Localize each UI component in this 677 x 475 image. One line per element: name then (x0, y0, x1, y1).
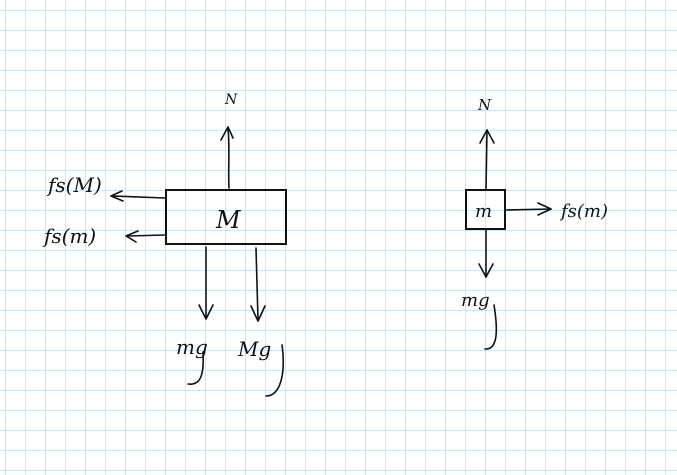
friction-M-arrowhead (110, 190, 124, 202)
normal-force-label: N (224, 92, 238, 108)
weight-m-right-arrowhead (478, 263, 494, 278)
friction-m-arrow (127, 234, 166, 237)
friction-M-label: fs(M) (46, 173, 102, 197)
fbd-small-block: m N fs(m) mg (461, 96, 608, 350)
normal-force-m-arrow (485, 129, 488, 190)
normal-force-m-label: N (477, 96, 492, 114)
weight-M-tail (265, 344, 285, 397)
fbd-large-block: M N fs(M) fs(m) mg Mg (42, 92, 287, 397)
block-M (165, 189, 287, 245)
friction-m-right-arrowhead (537, 202, 552, 216)
weight-m-right-label: mg (461, 290, 490, 311)
friction-m-label: fs(m) (42, 224, 96, 248)
block-m-label: m (475, 201, 492, 222)
weight-M-label: Mg (237, 337, 271, 361)
normal-force-m-arrowhead (479, 129, 495, 144)
weight-m-arrowhead (198, 304, 214, 320)
weight-m-right-tail (484, 304, 498, 350)
weight-M-arrowhead (250, 305, 266, 322)
normal-force-arrowhead (220, 126, 234, 141)
normal-force-arrow (227, 127, 230, 189)
friction-m-arrowhead (125, 230, 139, 243)
friction-m-right-label: fs(m) (559, 201, 608, 222)
block-M-label: M (215, 206, 242, 234)
block-m (465, 189, 506, 230)
friction-M-arrow (111, 195, 166, 199)
weight-m-tail (187, 351, 205, 385)
weight-M-arrow (255, 247, 259, 321)
friction-m-right-arrow (505, 208, 552, 211)
